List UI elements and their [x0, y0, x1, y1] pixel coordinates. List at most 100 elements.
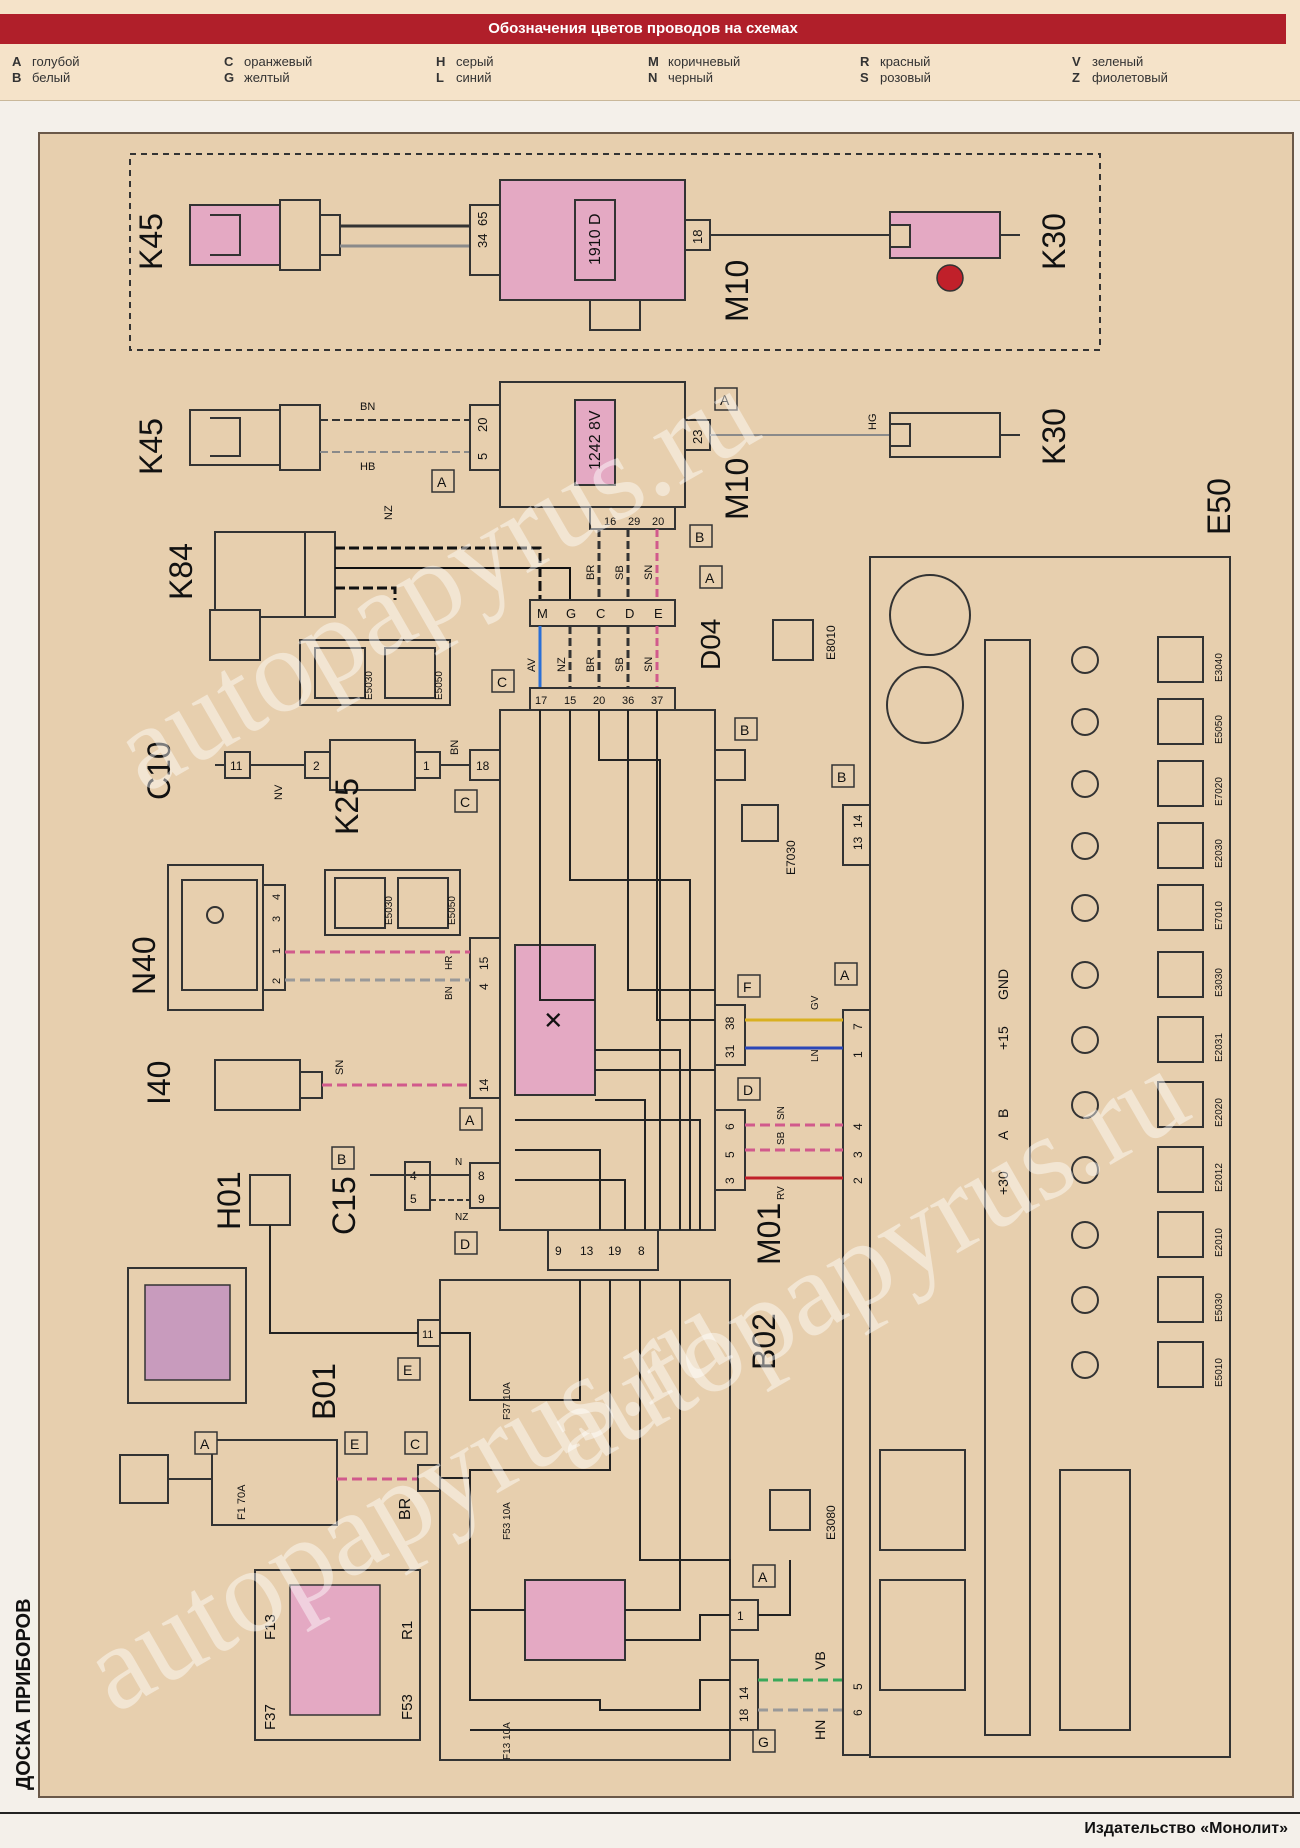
- connector-tag: A: [720, 392, 730, 408]
- wire-label: HB: [360, 461, 375, 473]
- pin-label: 29: [628, 516, 640, 528]
- code-label: E2031: [1214, 1033, 1225, 1062]
- pin-label: 13: [851, 836, 865, 850]
- code-label: E8010: [824, 625, 838, 660]
- connector-tag: A: [840, 967, 850, 983]
- pin-label: 5: [410, 1192, 417, 1206]
- pin-label: 31: [723, 1044, 737, 1058]
- b02-block: [417, 1279, 759, 1761]
- pin-label: 13: [580, 1244, 594, 1258]
- fuse-label: F1 70A: [236, 1484, 248, 1520]
- code-label: E5030: [1214, 1293, 1225, 1322]
- pin-label: 23: [690, 430, 705, 444]
- battery-icon: [119, 1454, 169, 1504]
- k25-label: K25: [329, 778, 365, 835]
- optional-box: [129, 153, 1101, 351]
- c10-label: C10: [141, 741, 177, 800]
- pin-label: 20: [593, 695, 605, 707]
- code-label: E7010: [1214, 901, 1225, 930]
- connector-tag: E: [350, 1436, 359, 1452]
- d04-label: D04: [695, 619, 726, 670]
- pin-label: 9: [478, 1192, 485, 1206]
- wire-label: SN: [643, 657, 655, 672]
- b02-label: B02: [746, 1313, 782, 1370]
- pin-label: 2: [271, 978, 283, 984]
- pin-label: 14: [737, 1686, 751, 1700]
- k45-sensor-a: [189, 199, 341, 271]
- n40-sensor: [167, 864, 286, 1011]
- wire-label: NZ: [383, 505, 395, 520]
- m10-label-b: M10: [719, 458, 755, 520]
- c15-connector: [404, 1161, 431, 1211]
- e50-warning-lamps: [1071, 636, 1204, 1388]
- k30-sensor-a: [889, 211, 1020, 292]
- m01-internal-wiring: [515, 710, 715, 1230]
- m01-chip-symbol: ✕: [541, 1010, 568, 1030]
- e3080-icon: [769, 1489, 811, 1531]
- pin-label: 4: [477, 983, 491, 990]
- fuse-label: F13: [262, 1614, 279, 1640]
- k30-label-a: K30: [1036, 213, 1072, 270]
- pin-label: 8: [638, 1244, 645, 1258]
- wire-label: BN: [444, 986, 455, 1000]
- power-label: B: [995, 1109, 1011, 1118]
- code-label: E3040: [1214, 653, 1225, 682]
- pin-label: 3: [271, 916, 283, 922]
- wire-label: RV: [776, 1186, 787, 1200]
- connector-tag: B: [695, 529, 704, 545]
- code-label: E2030: [1214, 839, 1225, 868]
- connector-tag: B: [337, 1151, 346, 1167]
- ecu-code-b: 1242 8V: [587, 410, 604, 470]
- connector-tag: E: [403, 1362, 412, 1378]
- wire-label: HG: [867, 414, 879, 431]
- k45-label-a: K45: [133, 213, 169, 270]
- fuse-label: F53: [399, 1694, 416, 1720]
- wire: [335, 546, 542, 600]
- i40-sensor: [214, 1059, 323, 1111]
- code-label: E5050: [434, 671, 445, 700]
- pin-label: 4: [271, 894, 283, 900]
- n40-label: N40: [126, 936, 162, 995]
- connector-tag: D: [460, 1236, 470, 1252]
- pin-label: 3: [723, 1177, 737, 1184]
- pin-label: 2: [313, 759, 320, 773]
- connector-tag: C: [497, 674, 507, 690]
- code-label: E5030: [364, 671, 375, 700]
- connector-tag: B: [837, 769, 846, 785]
- k84-sensor: [209, 531, 336, 661]
- k25-switch: [304, 739, 441, 791]
- m10-ecu-a: [469, 179, 711, 331]
- wire-label: BR: [585, 565, 597, 580]
- publisher: Издательство «Монолит»: [1084, 1820, 1288, 1837]
- h01-label: H01: [211, 1171, 247, 1230]
- pin-label: 6: [723, 1123, 737, 1130]
- k30-sensor-b: [889, 412, 1020, 458]
- k84-codes: [299, 639, 451, 706]
- pin-label: 14: [851, 814, 865, 828]
- connector-tag: F: [743, 979, 752, 995]
- n40-codes: [324, 869, 461, 936]
- pin-label: 5: [475, 453, 490, 460]
- connector-tag: C: [410, 1436, 420, 1452]
- wire-label: GV: [810, 995, 821, 1010]
- pin-label: 65: [475, 212, 490, 226]
- pin-label: 38: [723, 1016, 737, 1030]
- m10-label-a: M10: [719, 260, 755, 322]
- fuse-label: F37: [262, 1704, 279, 1730]
- pin-label: 1: [423, 759, 430, 773]
- pin-label: 6: [851, 1709, 865, 1716]
- b02-internal-wiring: [440, 1280, 731, 1731]
- i40-label: I40: [141, 1061, 177, 1105]
- connector-tag: C: [460, 794, 470, 810]
- e8010-icon: [772, 619, 814, 661]
- pin-label: 3: [851, 1151, 865, 1158]
- m10-ecu-b: [469, 381, 711, 530]
- connector-tag: A: [465, 1112, 475, 1128]
- wire-label: BN: [360, 401, 375, 413]
